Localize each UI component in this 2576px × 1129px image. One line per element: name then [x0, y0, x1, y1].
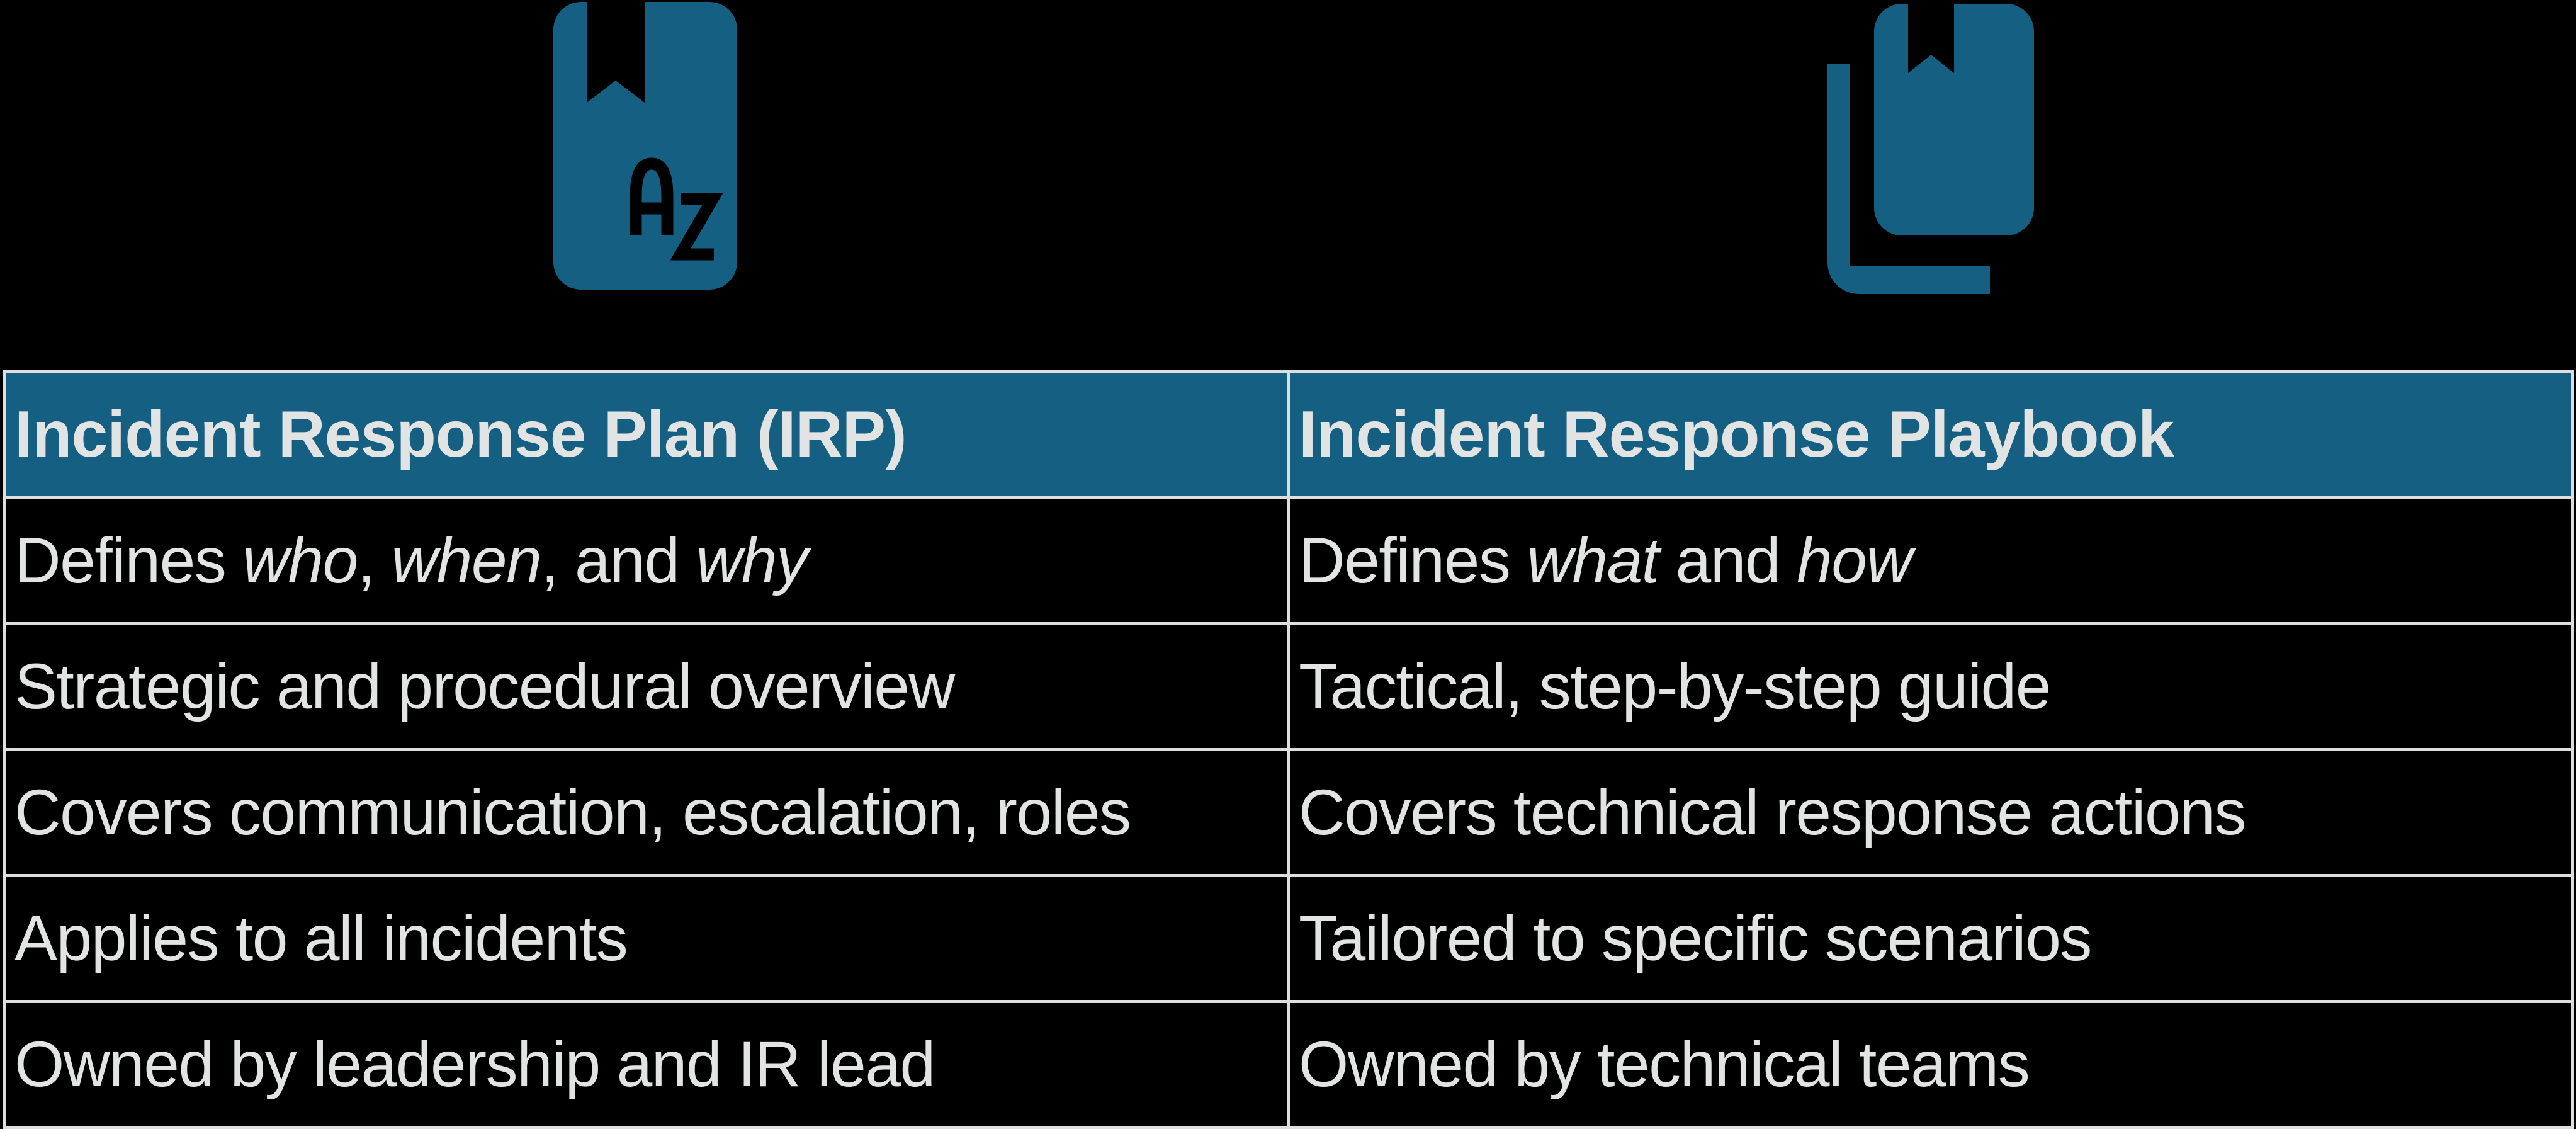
playbook-icon-cell — [1289, 0, 2575, 334]
text-segment: and — [1658, 525, 1797, 596]
text-segment: Strategic and procedural overview — [14, 650, 955, 722]
text-segment: Covers technical response actions — [1299, 776, 2246, 848]
text-segment: Tactical, step-by-step guide — [1299, 650, 2051, 722]
italic-text-segment: why — [696, 525, 808, 596]
cell-playbook: Tactical, step-by-step guide — [1287, 622, 2574, 751]
text-segment: Applies to all incidents — [14, 902, 628, 974]
cell-playbook: Defines what and how — [1287, 496, 2574, 625]
text-segment: Tailored to specific scenarios — [1299, 902, 2092, 974]
text-segment: Covers communication, escalation, roles — [14, 776, 1131, 848]
text-segment: Defines — [14, 525, 243, 596]
comparison-table: Incident Response Plan (IRP) Incident Re… — [3, 370, 2574, 1129]
table-row: Strategic and procedural overview Tactica… — [3, 622, 2574, 751]
header-cell-playbook: Incident Response Playbook — [1287, 370, 2574, 499]
text-segment: , — [357, 525, 392, 596]
italic-text-segment: how — [1797, 525, 1912, 596]
table-row: Applies to all incidents Tailored to spec… — [3, 874, 2574, 1003]
header-cell-plan: Incident Response Plan (IRP) — [3, 370, 1290, 499]
cell-plan: Strategic and procedural overview — [3, 622, 1290, 751]
icons-row — [3, 0, 2574, 334]
text-segment: Defines — [1299, 525, 1527, 596]
table-row: Covers communication, escalation, roles C… — [3, 748, 2574, 877]
cell-plan: Applies to all incidents — [3, 874, 1290, 1003]
playbook-journal-icon — [1827, 4, 2034, 294]
cell-plan: Covers communication, escalation, roles — [3, 748, 1290, 877]
text-segment: Owned by technical teams — [1299, 1028, 2030, 1100]
table-header-row: Incident Response Plan (IRP) Incident Re… — [3, 370, 2574, 499]
italic-text-segment: what — [1527, 525, 1659, 596]
cell-plan: Defines who, when, and why — [3, 496, 1290, 625]
dictionary-az-book-icon — [553, 0, 738, 290]
plan-icon-cell — [3, 0, 1289, 334]
cell-playbook: Owned by technical teams — [1287, 1000, 2574, 1129]
cell-playbook: Tailored to specific scenarios — [1287, 874, 2574, 1003]
table-row: Owned by leadership and IR lead Owned by … — [3, 1000, 2574, 1129]
italic-text-segment: who — [242, 525, 358, 596]
text-segment: , and — [541, 525, 696, 596]
cell-playbook: Covers technical response actions — [1287, 748, 2574, 877]
cell-plan: Owned by leadership and IR lead — [3, 1000, 1290, 1129]
text-segment: Owned by leadership and IR lead — [14, 1028, 935, 1100]
italic-text-segment: when — [391, 525, 542, 596]
